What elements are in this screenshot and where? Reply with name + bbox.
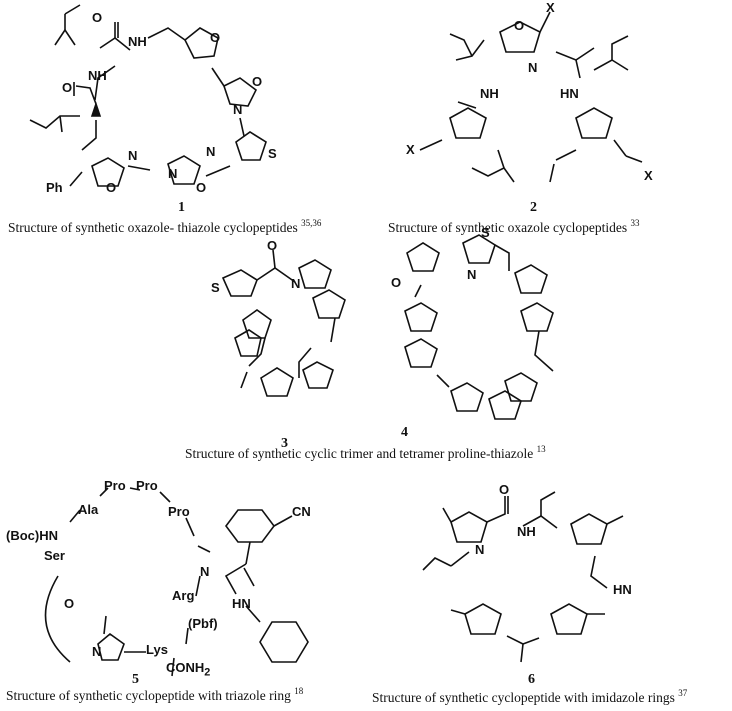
compound-5-number: 5 (132, 672, 139, 687)
compound-6-caption-refs: 37 (678, 688, 688, 698)
compound-3-atom-o: O (267, 238, 278, 253)
compound-1-atom-o3: O (252, 74, 263, 89)
compound-6-number: 6 (528, 672, 535, 687)
compound-6-structure: O N NH HN (395, 466, 732, 671)
compound-1-atom-ph: Ph (46, 180, 63, 195)
compound-2-skeleton (419, 11, 643, 183)
compound-5-atom-hn: HN (232, 596, 251, 611)
compound-6-atom-o: O (499, 482, 510, 497)
compound-5-atom-lys: Lys (146, 642, 168, 657)
compound-1-atom-n1: N (233, 102, 243, 117)
compound-1-atom-o5: O (106, 180, 117, 195)
compound-4-structure: O N S 4 (385, 225, 565, 440)
compound-4-number: 4 (401, 425, 408, 440)
compound-4-atom-n: N (467, 267, 477, 282)
compound-3-number: 3 (281, 436, 288, 451)
compound-1-atom-nh1: NH (128, 34, 147, 49)
compound-5-caption: Structure of synthetic cyclopeptide with… (6, 686, 304, 704)
compound-5-atom-o: O (64, 596, 75, 611)
compound-1-atom-nh2: NH (88, 68, 107, 83)
compound-5-atom-n: N (200, 564, 210, 579)
compound-2-structure: X O NH HN N X X 2 (380, 0, 732, 215)
compound-1-caption: Structure of synthetic oxazole- thiazole… (8, 218, 322, 236)
compound-2-caption: Structure of synthetic oxazole cyclopept… (388, 218, 640, 236)
compound-5-atom-pro2: Pro (136, 478, 158, 493)
compound-2-atom-n: N (528, 60, 538, 75)
compound-2-atom-x1: X (546, 0, 555, 15)
compound-1-caption-text: Structure of synthetic oxazole- thiazole… (8, 220, 298, 235)
compound-5-atom-pbf: (Pbf) (188, 616, 218, 631)
compound-1-atom-o1: O (92, 10, 103, 25)
compound-1-atom-o6: O (196, 180, 207, 195)
compound-1-number: 1 (178, 200, 185, 215)
compound-6-caption-text: Structure of synthetic cyclopeptide with… (372, 690, 675, 705)
compound-2-caption-refs: 33 (630, 218, 640, 228)
compound-6-atom-nh: NH (517, 524, 536, 539)
compound-1-atom-n3: N (128, 148, 138, 163)
compound-2-number: 2 (530, 200, 537, 215)
compound-3-structure: O N S 3 (205, 238, 365, 451)
compound-1-caption-refs: 35,36 (301, 218, 322, 228)
compound-1-skeleton (29, 4, 267, 187)
compound-1-atom-o4: O (62, 80, 73, 95)
compound-6-atom-n: N (475, 542, 485, 557)
compound-1-structure: O NH O O N NH O N S N N O O Ph 1 (0, 0, 370, 215)
compound-5-atom-pro3: Pro (168, 504, 190, 519)
compound-1-atom-o2: O (210, 30, 221, 45)
compound-1-atom-n2: N (206, 144, 216, 159)
compound-3-skeleton (221, 249, 346, 397)
compound-5-atom-ala: Ala (78, 502, 99, 517)
compound-6-atom-hn: HN (613, 582, 632, 597)
compound-6-caption: Structure of synthetic cyclopeptide with… (372, 688, 688, 706)
compound-5-structure: (Boc)HN Ser Ala Pro Pro Pro O N CN HN Ar… (0, 466, 370, 679)
middle-caption-text: Structure of synthetic cyclic trimer and… (185, 446, 534, 461)
compound-2-atom-x2: X (406, 142, 415, 157)
compound-2-atom-o: O (514, 18, 525, 33)
compound-5-caption-refs: 18 (294, 686, 304, 696)
compound-4-atom-o: O (391, 275, 402, 290)
compound-2-atom-x3: X (644, 168, 653, 183)
compound-4-atom-s: S (481, 225, 490, 240)
compound-1-atom-s: S (268, 146, 277, 161)
compound-5-skeleton (44, 487, 309, 677)
compound-5-atom-conh2: CONH2 (166, 660, 210, 679)
compound-5-atom-pro1: Pro (104, 478, 126, 493)
compound-5-atom-ser: Ser (44, 548, 65, 563)
compound-5-conh2-main: CONH (166, 660, 205, 675)
compound-2-caption-text: Structure of synthetic oxazole cyclopept… (388, 220, 628, 235)
compound-1-atom-n4: N (168, 166, 178, 181)
compound-5-atom-boc: (Boc)HN (6, 528, 58, 543)
compound-2-atom-nh: NH (480, 86, 499, 101)
compound-4-skeleton (404, 234, 554, 420)
compound-2-atom-hn: HN (560, 86, 579, 101)
middle-caption-refs: 13 (536, 444, 546, 454)
compound-3-atom-s: S (211, 280, 220, 295)
compound-5-conh2-sub: 2 (204, 666, 211, 679)
compound-3-atom-n: N (291, 276, 301, 291)
compound-5-caption-text: Structure of synthetic cyclopeptide with… (6, 688, 291, 703)
compound-5-atom-nnn: N (92, 644, 102, 659)
middle-caption: Structure of synthetic cyclic trimer and… (185, 444, 546, 462)
compound-5-atom-cn: CN (292, 504, 311, 519)
compound-6-skeleton (422, 491, 624, 663)
compound-5-atom-arg: Arg (172, 588, 195, 603)
